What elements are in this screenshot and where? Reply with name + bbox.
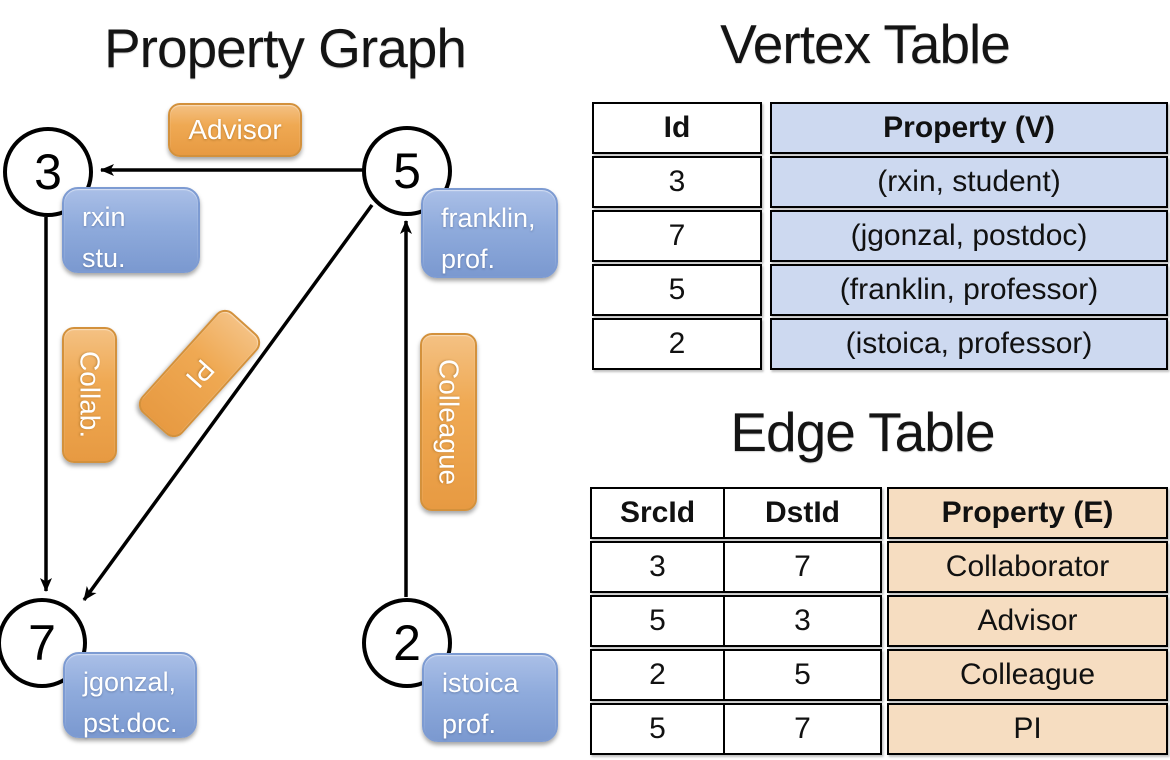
table-header-row: Property (E) <box>887 487 1168 539</box>
table-cell: 5 <box>668 273 686 306</box>
table-cell: 5 <box>723 651 880 699</box>
table-cell: 2 <box>649 658 666 691</box>
vertex-property-line: prof. <box>442 708 497 739</box>
table-cell: (rxin, student) <box>772 158 1166 206</box>
table-cell: (istoica, professor) <box>772 320 1166 368</box>
vertex-property-box-franklin: franklin, prof. <box>421 188 558 278</box>
column-header-srcid: SrcId <box>619 496 696 529</box>
table-cell: 7 <box>668 219 686 252</box>
edge-label-advisor: Advisor <box>168 103 302 157</box>
table-cell: 7 <box>723 543 880 591</box>
vertex-node-2: 2 <box>362 598 452 688</box>
vertex-node-5: 5 <box>362 126 452 216</box>
table-cell: 3 <box>668 165 686 198</box>
table-row: 2 5 <box>590 649 882 701</box>
table-row: 7 <box>592 210 762 262</box>
table-header-row: SrcId DstId <box>590 487 882 539</box>
table-cell: Advisor <box>889 597 1166 645</box>
table-cell: 5 <box>649 604 666 637</box>
table-row: Colleague <box>887 649 1168 701</box>
vertex-id-label: 5 <box>393 143 421 199</box>
table-row: 3 <box>592 156 762 208</box>
graph-edges-canvas <box>40 164 412 602</box>
edge-label-colleague: Colleague <box>420 333 477 511</box>
vertex-property-line: rxin <box>82 202 126 232</box>
table-cell: 2 <box>668 327 686 360</box>
table-cell: Colleague <box>889 651 1166 699</box>
edge-arrow-5-to-7 <box>82 203 374 602</box>
table-row: 3 7 <box>590 541 882 593</box>
vertex-property-line: stu. <box>82 242 126 273</box>
table-header-row: Property (V) <box>770 102 1168 154</box>
table-cell: 3 <box>649 550 666 583</box>
table-cell: PI <box>889 705 1166 753</box>
vertex-property-box-jgonzal: jgonzal, pst.doc. <box>63 652 197 738</box>
vertex-table-title: Vertex Table <box>720 13 1011 75</box>
table-row: 5 3 <box>590 595 882 647</box>
column-header-id: Id <box>663 111 691 144</box>
vertex-property-line: prof. <box>441 243 496 274</box>
table-row: (jgonzal, postdoc) <box>770 210 1168 262</box>
table-row: Collaborator <box>887 541 1168 593</box>
table-cell: (franklin, professor) <box>772 266 1166 314</box>
vertex-id-label: 2 <box>393 615 421 671</box>
table-cell: (jgonzal, postdoc) <box>772 212 1166 260</box>
table-row: (rxin, student) <box>770 156 1168 208</box>
table-row: 5 <box>592 264 762 316</box>
vertex-property-line: istoica <box>442 668 519 698</box>
vertex-table-id-column: Id 3 7 5 2 <box>592 102 762 372</box>
table-cell: 7 <box>723 705 880 753</box>
column-header-dstid: DstId <box>723 489 880 537</box>
vertex-id-label: 3 <box>34 144 62 200</box>
column-header-property-v: Property (V) <box>772 104 1166 152</box>
table-row: 5 7 <box>590 703 882 755</box>
vertex-property-line: pst.doc. <box>83 707 178 738</box>
table-cell: 3 <box>723 597 880 645</box>
table-row: (franklin, professor) <box>770 264 1168 316</box>
edge-table-property-column: Property (E) Collaborator Advisor Collea… <box>887 487 1168 757</box>
vertex-property-box-istoica: istoica prof. <box>422 653 558 742</box>
vertex-property-line: franklin, <box>441 203 536 233</box>
vertex-property-box-rxin: rxin stu. <box>62 187 200 273</box>
edge-table-title: Edge Table <box>730 401 995 463</box>
property-graph-title: Property Graph <box>103 17 467 79</box>
table-cell: 5 <box>649 712 666 745</box>
edge-label-collab: Collab. <box>62 327 117 463</box>
table-cell: Collaborator <box>889 543 1166 591</box>
vertex-table-property-column: Property (V) (rxin, student) (jgonzal, p… <box>770 102 1168 372</box>
table-row: PI <box>887 703 1168 755</box>
edge-table-id-columns: SrcId DstId 3 7 5 3 2 5 5 7 <box>590 487 882 757</box>
vertex-id-label: 7 <box>28 615 56 671</box>
table-header-row: Id <box>592 102 762 154</box>
table-row: Advisor <box>887 595 1168 647</box>
vertex-property-line: jgonzal, <box>83 667 177 697</box>
table-row: 2 <box>592 318 762 370</box>
table-row: (istoica, professor) <box>770 318 1168 370</box>
column-header-property-e: Property (E) <box>889 489 1166 537</box>
